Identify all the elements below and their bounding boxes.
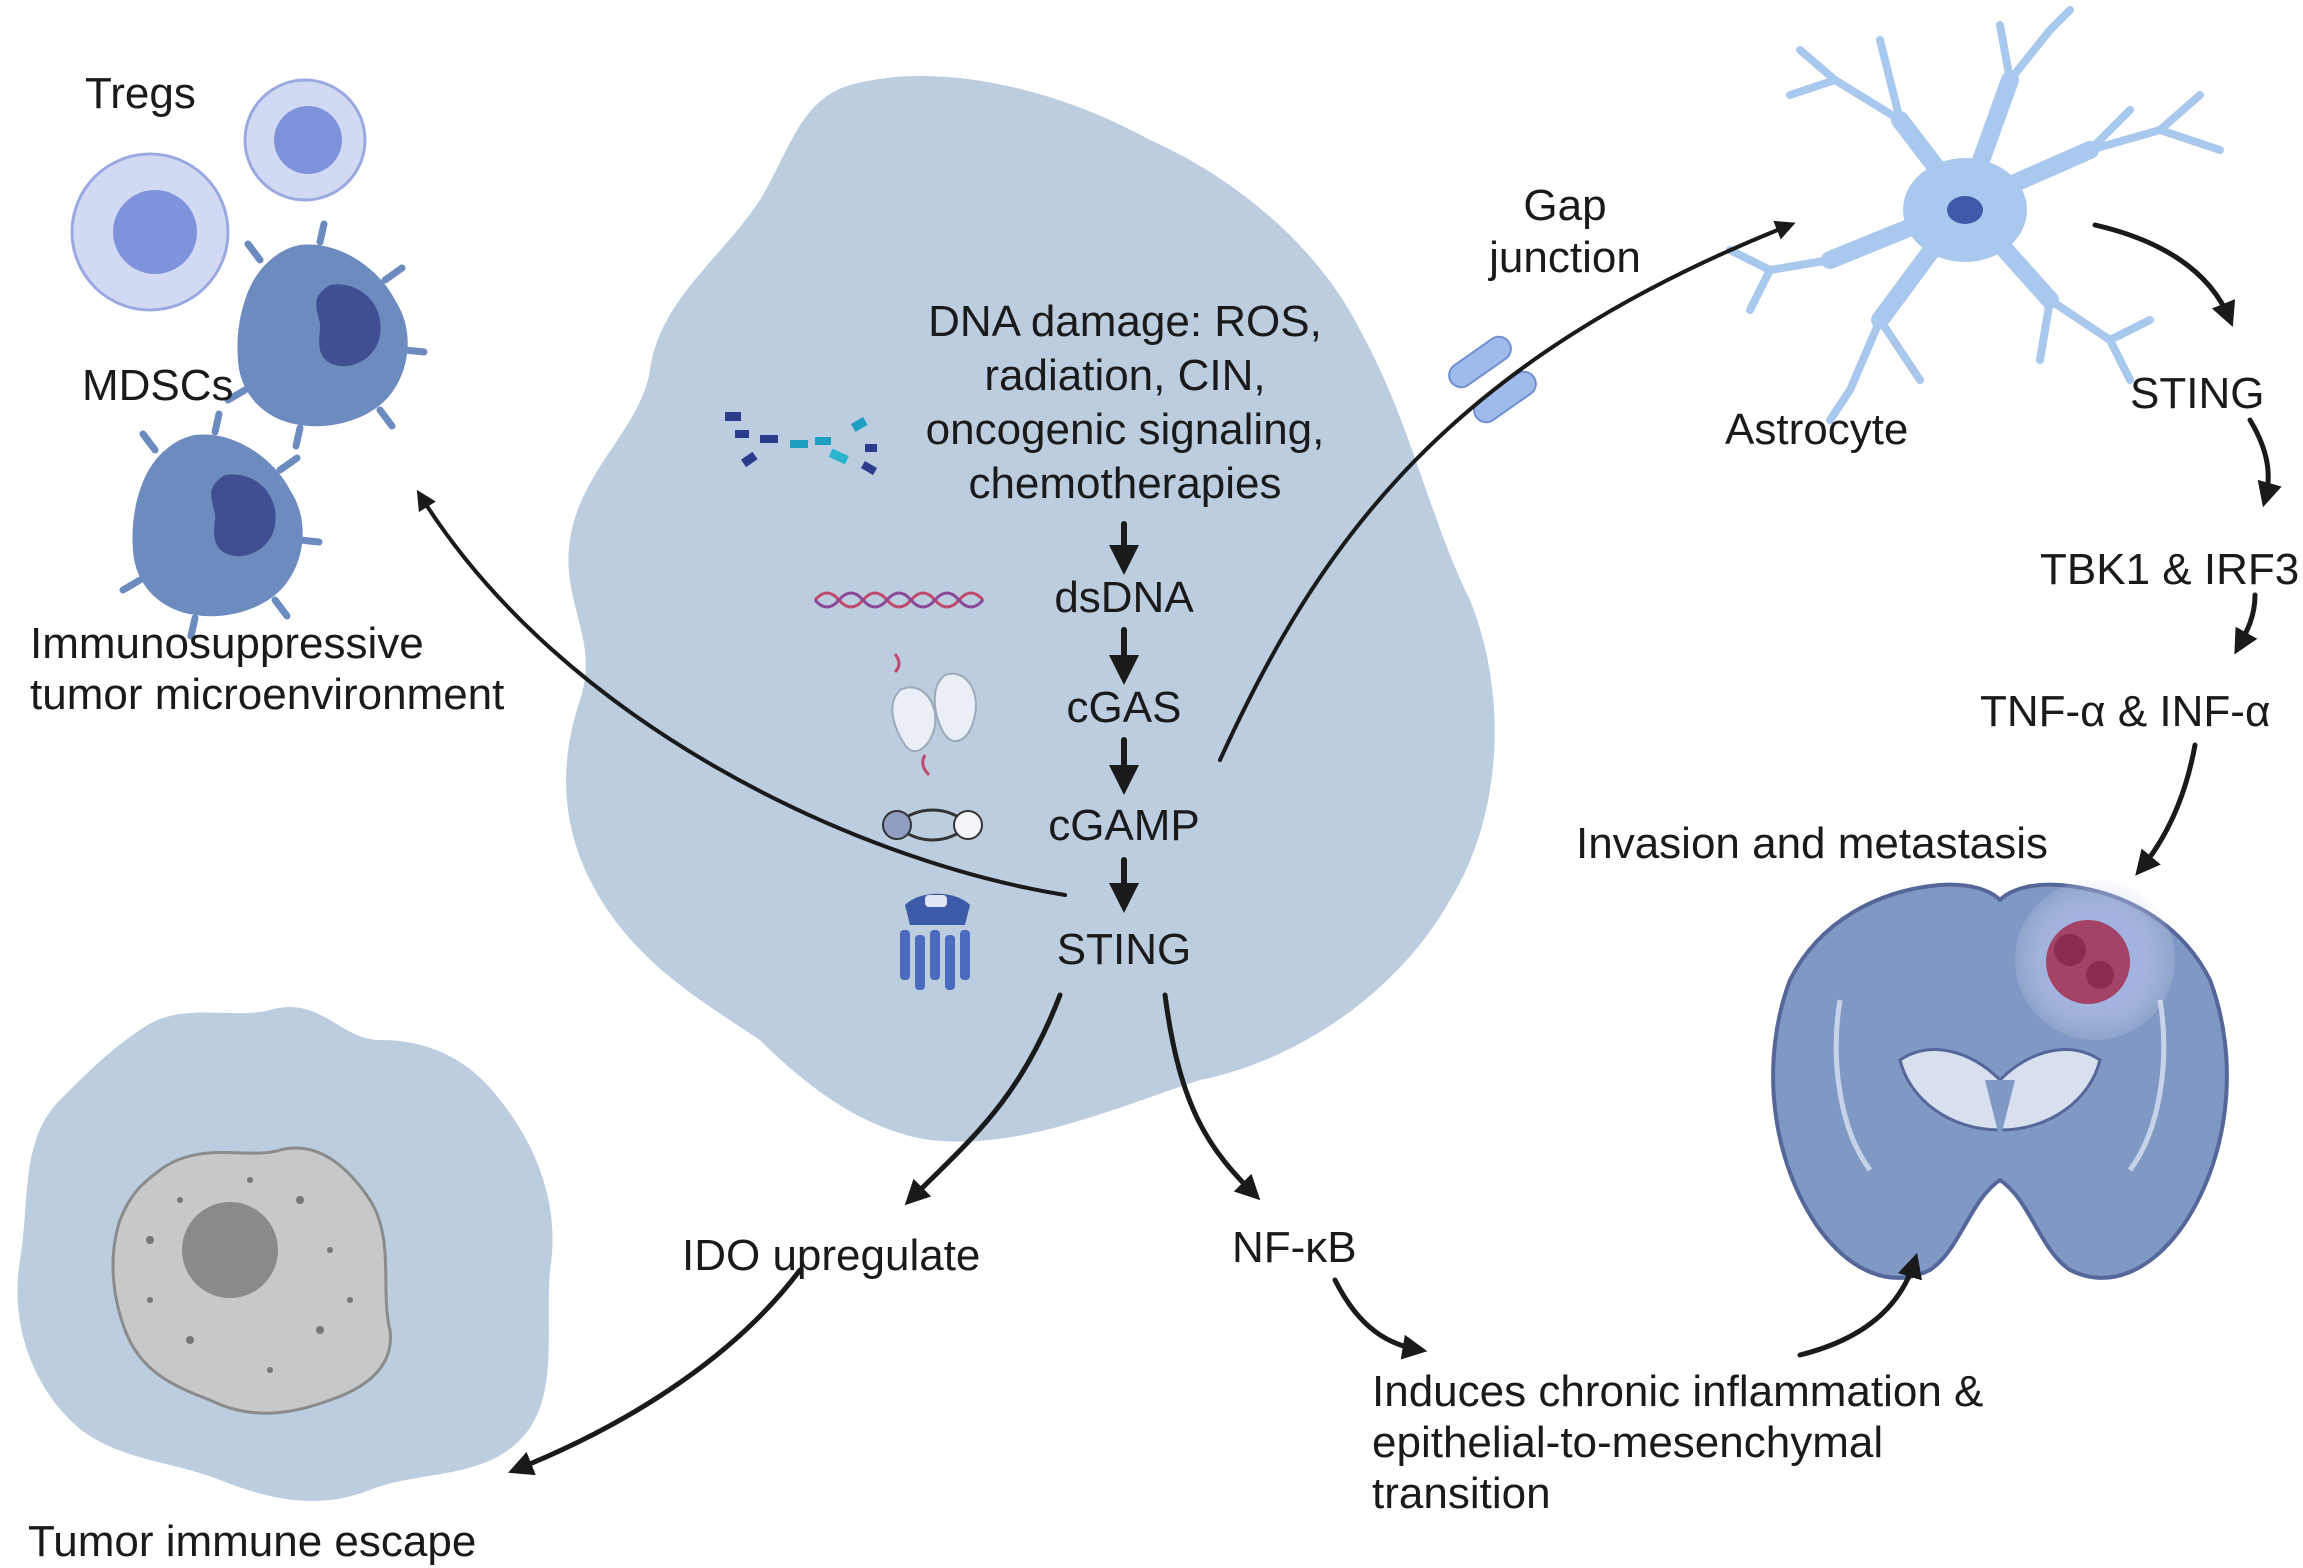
cytoplasm-dots	[146, 1177, 353, 1373]
dna-damage-line-1: DNA damage: ROS,	[928, 297, 1322, 346]
induces-line-1: Induces chronic inflammation &	[1372, 1367, 1984, 1416]
invasion-metastasis-label: Invasion and metastasis	[1576, 819, 2049, 868]
cgas-label: cGAS	[1066, 683, 1182, 732]
brain-section	[1771, 880, 2229, 1280]
cgas-icon	[891, 653, 977, 777]
astrocyte-label: Astrocyte	[1725, 405, 1909, 454]
treg-nucleus-2	[274, 106, 342, 174]
immunosuppressive-label: Immunosuppressive	[30, 619, 424, 668]
ido-upregulate-label: IDO upregulate	[682, 1231, 981, 1280]
tregs-label: Tregs	[85, 69, 196, 118]
pathway-arrows	[416, 220, 2282, 1476]
dna-damage-line-4: chemotherapies	[968, 459, 1282, 508]
tumor-microenvironment-label: tumor microenvironment	[30, 670, 505, 719]
nfkb-label: NF-κB	[1232, 1223, 1357, 1272]
tumor-immune-escape-label: Tumor immune escape	[28, 1517, 477, 1566]
gap-junction-icon	[1448, 335, 1537, 424]
tumor-cell	[566, 76, 1495, 1142]
tbk1-irf3-label: TBK1 & IRF3	[2040, 545, 2300, 594]
cgamp-label: cGAMP	[1048, 801, 1200, 850]
sting-right-label: STING	[2130, 369, 2265, 418]
cgamp-icon	[882, 808, 983, 842]
mdscs-label: MDSCs	[82, 361, 234, 410]
treg-nucleus-1	[113, 190, 197, 274]
dna-fragments-icon	[725, 412, 878, 475]
tumor-nucleus	[182, 1202, 278, 1298]
induces-line-2: epithelial-to-mesenchymal	[1372, 1418, 1884, 1467]
induces-line-3: transition	[1372, 1469, 1551, 1518]
gap-label: Gap	[1523, 181, 1607, 230]
mdsc-cell-2	[119, 410, 323, 640]
tnf-inf-label: TNF-α & INF-α	[1980, 687, 2271, 736]
dsdna-label: dsDNA	[1054, 573, 1194, 622]
junction-label: junction	[1489, 233, 1641, 282]
sting-protein-icon	[900, 893, 970, 990]
sting-center-label: STING	[1056, 925, 1192, 974]
astrocyte-cell	[1726, 6, 2224, 424]
mdsc-cell-1	[224, 220, 428, 450]
dna-damage-line-2: radiation, CIN,	[984, 351, 1266, 400]
dna-damage-line-3: oncogenic signaling,	[925, 405, 1325, 454]
dsdna-icon	[813, 591, 985, 609]
